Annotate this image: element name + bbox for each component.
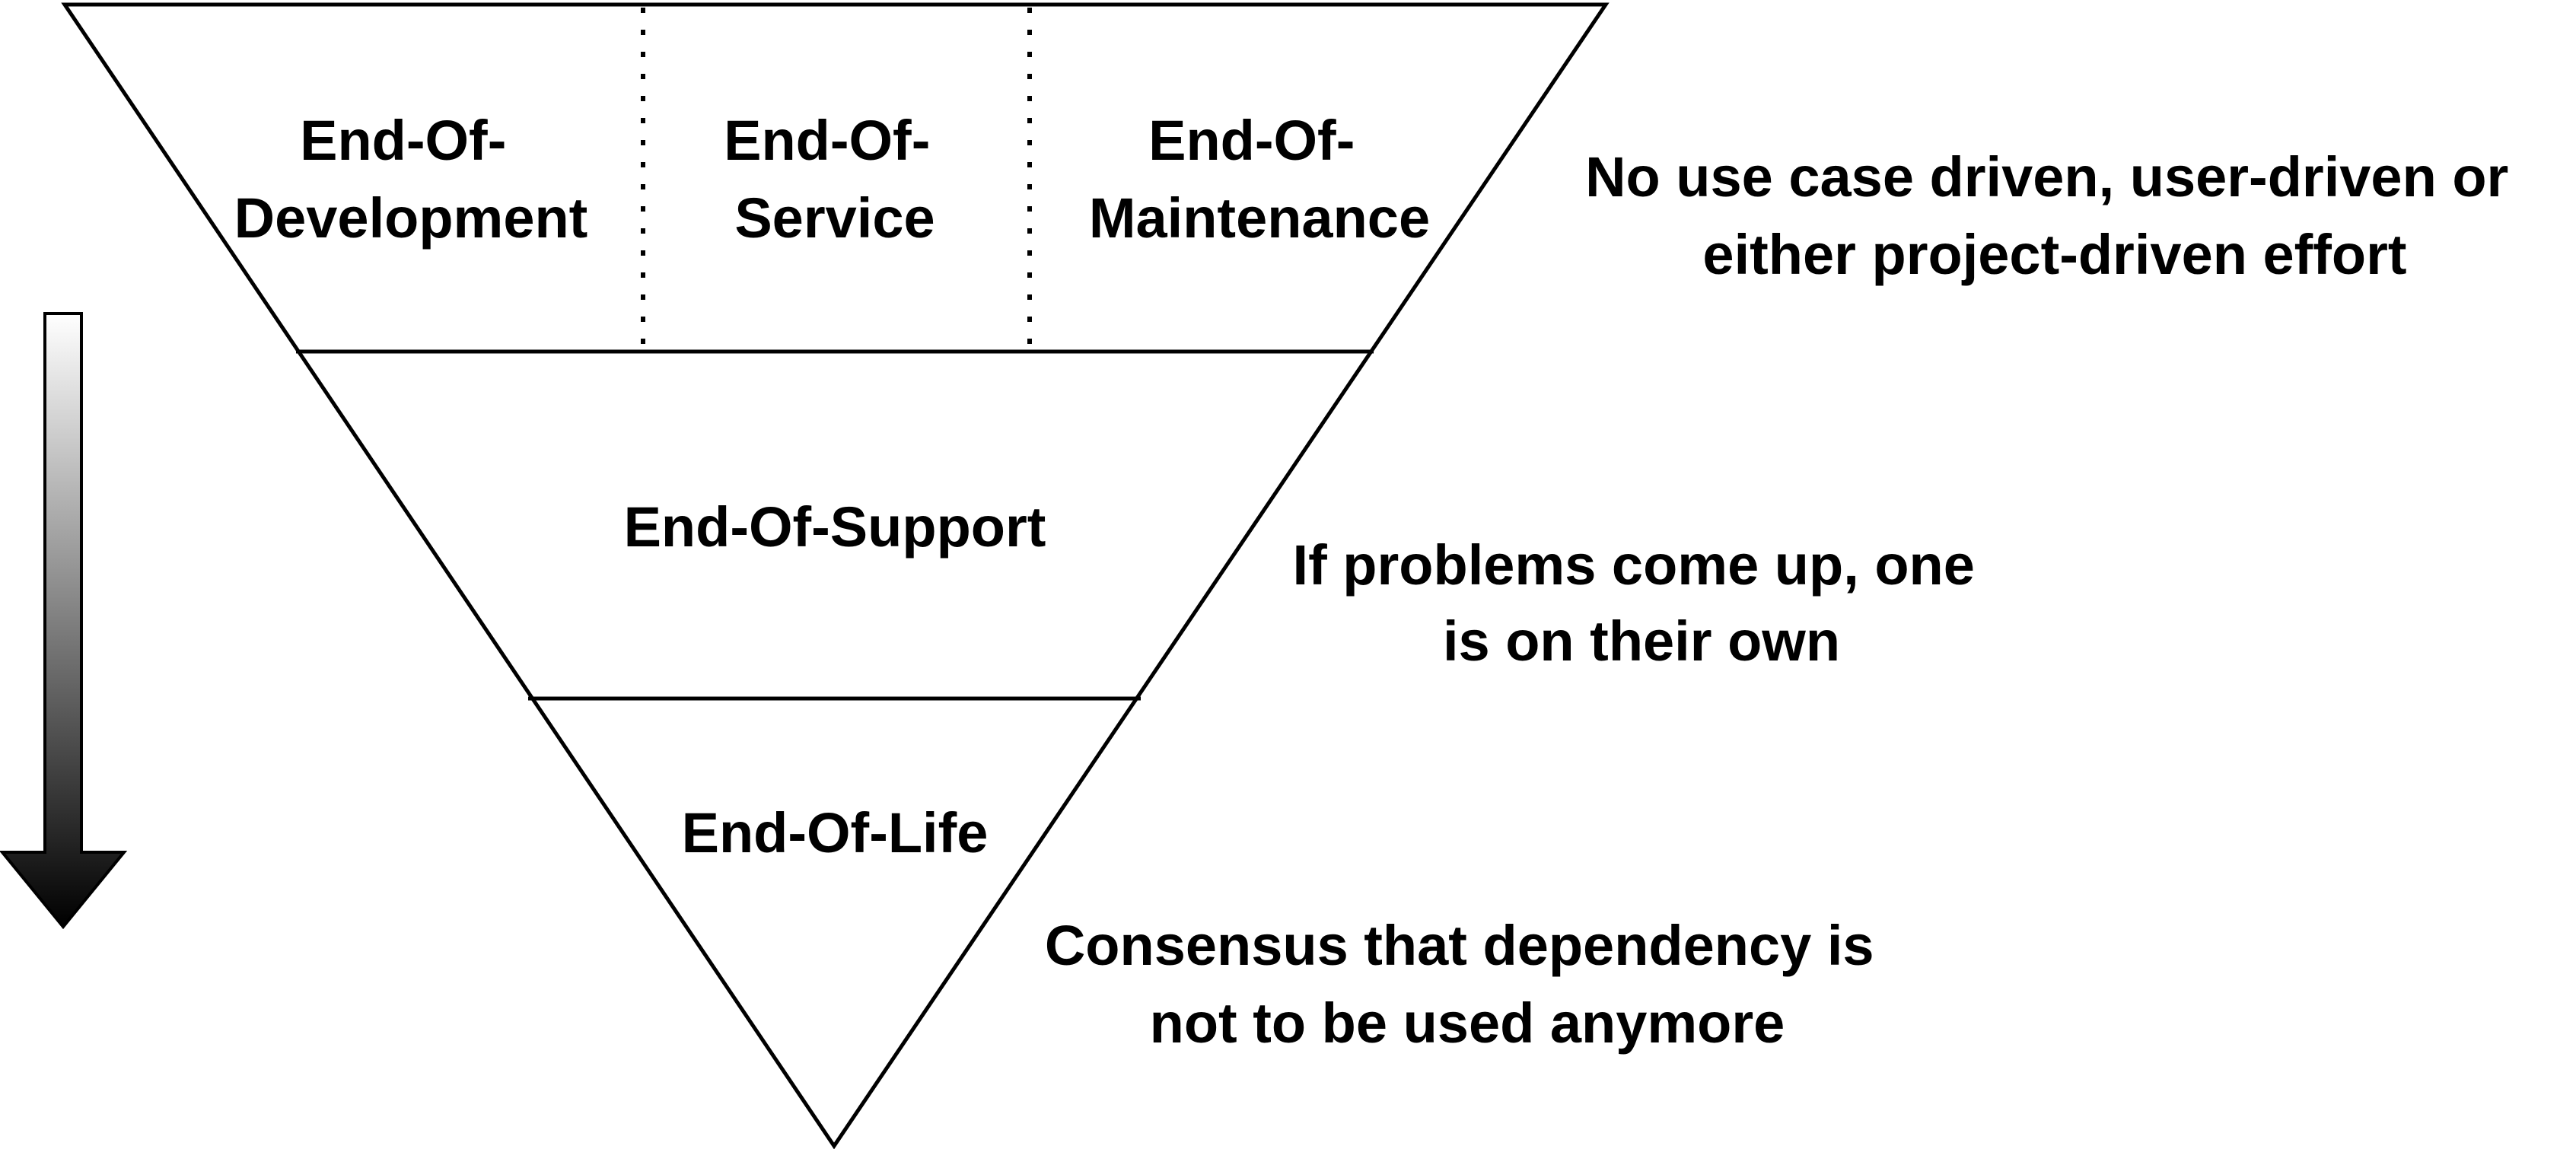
end-of-service-label: End-Of- Service bbox=[724, 109, 946, 250]
end-of-development-label: End-Of- Development bbox=[234, 109, 588, 250]
bottom-tier-description: Consensus that dependency is not to be u… bbox=[1045, 914, 1890, 1055]
down-arrow-gradient-icon bbox=[0, 312, 128, 930]
funnel-outline bbox=[61, 2, 1610, 1149]
end-of-life-label: End-Of-Life bbox=[682, 801, 989, 864]
funnel-shape bbox=[61, 2, 1610, 1149]
top-tier-description: No use case driven, user-driven or eithe… bbox=[1585, 145, 2524, 286]
end-of-support-label: End-Of-Support bbox=[624, 495, 1046, 559]
middle-tier-description: If problems come up, one is on their own bbox=[1293, 533, 1991, 673]
end-of-maintenance-label: End-Of- Maintenance bbox=[1089, 109, 1430, 250]
